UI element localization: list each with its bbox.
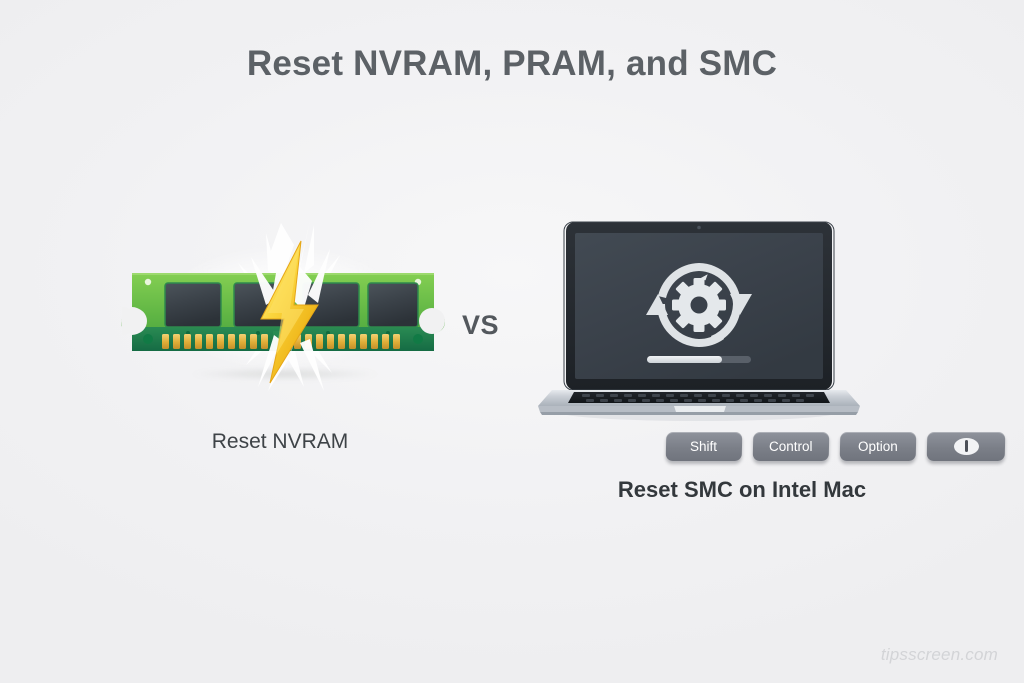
ram-shadow [152, 367, 418, 381]
key-power[interactable] [926, 432, 1006, 461]
ram-illustration [121, 221, 445, 391]
vs-divider-label: VS [462, 310, 500, 340]
key-shift-label: Shift [690, 439, 718, 454]
key-option-label: Option [858, 439, 898, 454]
smc-key-combo-row: Shift Control Option [665, 432, 1006, 461]
refresh-gear-icon-group [646, 263, 752, 347]
key-shift[interactable]: Shift [665, 432, 743, 461]
key-option[interactable]: Option [839, 432, 917, 461]
left-caption: Reset NVRAM [211, 430, 349, 453]
key-control[interactable]: Control [752, 432, 830, 461]
power-icon [953, 438, 979, 455]
key-control-label: Control [769, 439, 813, 454]
right-caption: Reset SMC on Intel Mac [617, 477, 867, 502]
macbook-illustration [538, 221, 860, 421]
site-watermark: tipsscreen.com [880, 645, 998, 664]
ram-module-graphic [118, 215, 448, 400]
macbook-graphic [534, 216, 864, 431]
page-title: Reset NVRAM, PRAM, and SMC [246, 44, 778, 83]
progress-bar-group [647, 356, 751, 363]
